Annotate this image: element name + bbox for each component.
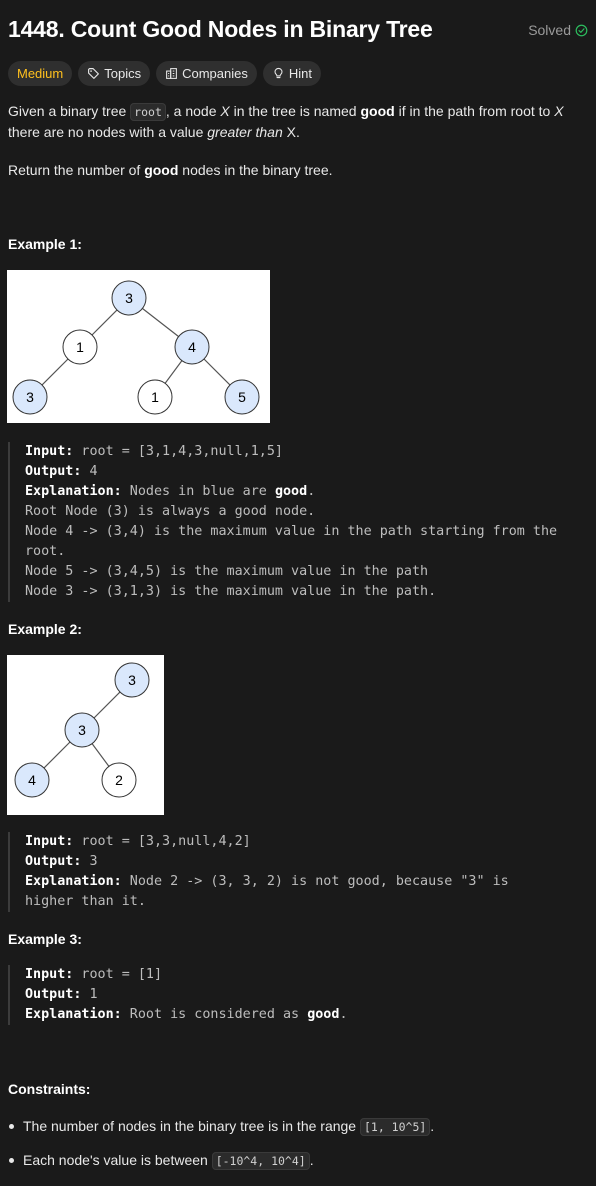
svg-text:4: 4 (28, 772, 36, 788)
example-3-input: Input: root = [1] (25, 967, 163, 982)
difficulty-badge: Medium (8, 61, 73, 86)
constraint-code: [1, 10^5] (359, 1118, 431, 1136)
tree-node-good: 3 (64, 712, 100, 748)
constraint-item: Each node's value is between [-10^4, 10^… (9, 1150, 593, 1171)
hint-label: Hint (288, 66, 312, 81)
example-1-block: Input: root = [3,1,4,3,null,1,5] Output: … (8, 442, 596, 602)
constraints-list: The number of nodes in the binary tree i… (8, 1116, 593, 1171)
solved-label: Solved (528, 22, 571, 38)
tag-icon (88, 68, 100, 79)
constraint-item: The number of nodes in the binary tree i… (9, 1116, 593, 1137)
example-2-tree-image: 3 3 4 2 (7, 655, 164, 815)
tree-node-good: 5 (224, 379, 260, 415)
svg-text:2: 2 (115, 772, 123, 788)
constraint-code: [-10^4, 10^4] (211, 1152, 310, 1170)
tag-row: Medium Topics Companies (8, 61, 588, 86)
example-2-output: Output: 3 (25, 854, 98, 869)
example-1-input: Input: root = [3,1,4,3,null,1,5] (25, 444, 283, 459)
example-1-line: Node 4 -> (3,4) is the maximum value in … (25, 524, 566, 559)
check-circle-icon (575, 24, 588, 36)
example-2-title: Example 2: (8, 621, 82, 637)
tree-node-good: 3 (111, 280, 147, 316)
inline-code-root: root (130, 103, 166, 121)
svg-text:3: 3 (128, 672, 136, 688)
example-3-block: Input: root = [1] Output: 1 Explanation: R… (8, 965, 585, 1025)
example-1-output: Output: 4 (25, 464, 98, 479)
example-1-tree-image: 3 1 4 3 1 5 (7, 270, 270, 423)
example-2-input: Input: root = [3,3,null,4,2] (25, 834, 251, 849)
topics-button[interactable]: Topics (78, 61, 151, 86)
tree-node-good: 3 (114, 662, 150, 698)
example-3-explanation: Explanation: Root is considered as good. (25, 1007, 348, 1022)
tree-node-good: 3 (12, 379, 48, 415)
difficulty-label: Medium (17, 66, 64, 81)
hint-button[interactable]: Hint (262, 61, 321, 86)
tree-node: 1 (62, 329, 98, 365)
example-1-title: Example 1: (8, 236, 82, 252)
example-1-explanation: Explanation: Nodes in blue are good. (25, 484, 316, 499)
title-row: 1448. Count Good Nodes in Binary Tree So… (8, 14, 588, 54)
tree-node: 2 (101, 762, 137, 798)
example-1-line: Node 3 -> (3,1,3) is the maximum value i… (25, 584, 437, 599)
svg-text:3: 3 (26, 389, 34, 405)
example-2-explanation: Explanation: Node 2 -> (3, 3, 2) is not … (25, 874, 517, 909)
svg-text:5: 5 (238, 389, 246, 405)
tree-node: 1 (137, 379, 173, 415)
solved-status: Solved (528, 14, 588, 38)
svg-text:4: 4 (188, 339, 196, 355)
example-1-line: Node 5 -> (3,4,5) is the maximum value i… (25, 564, 429, 579)
companies-label: Companies (182, 66, 248, 81)
lightbulb-icon (274, 67, 283, 79)
tree-node-good: 4 (14, 762, 50, 798)
companies-button[interactable]: Companies (156, 61, 257, 86)
description-paragraph-2: Return the number of good nodes in the b… (8, 162, 333, 178)
example-2-block: Input: root = [3,3,null,4,2] Output: 3 Exp… (8, 832, 555, 912)
topics-label: Topics (104, 66, 142, 81)
example-1-line: Root Node (3) is always a good node. (25, 504, 316, 519)
description-paragraph-1: Given a binary tree root, a node X in th… (8, 103, 564, 140)
constraints-title: Constraints: (8, 1081, 91, 1097)
svg-text:3: 3 (125, 290, 133, 306)
tree-node-good: 4 (174, 329, 210, 365)
example-3-title: Example 3: (8, 931, 82, 947)
svg-text:1: 1 (151, 389, 159, 405)
building-icon (166, 68, 178, 79)
example-3-output: Output: 1 (25, 987, 98, 1002)
problem-title[interactable]: 1448. Count Good Nodes in Binary Tree (8, 16, 433, 42)
svg-text:3: 3 (78, 722, 86, 738)
svg-text:1: 1 (76, 339, 84, 355)
